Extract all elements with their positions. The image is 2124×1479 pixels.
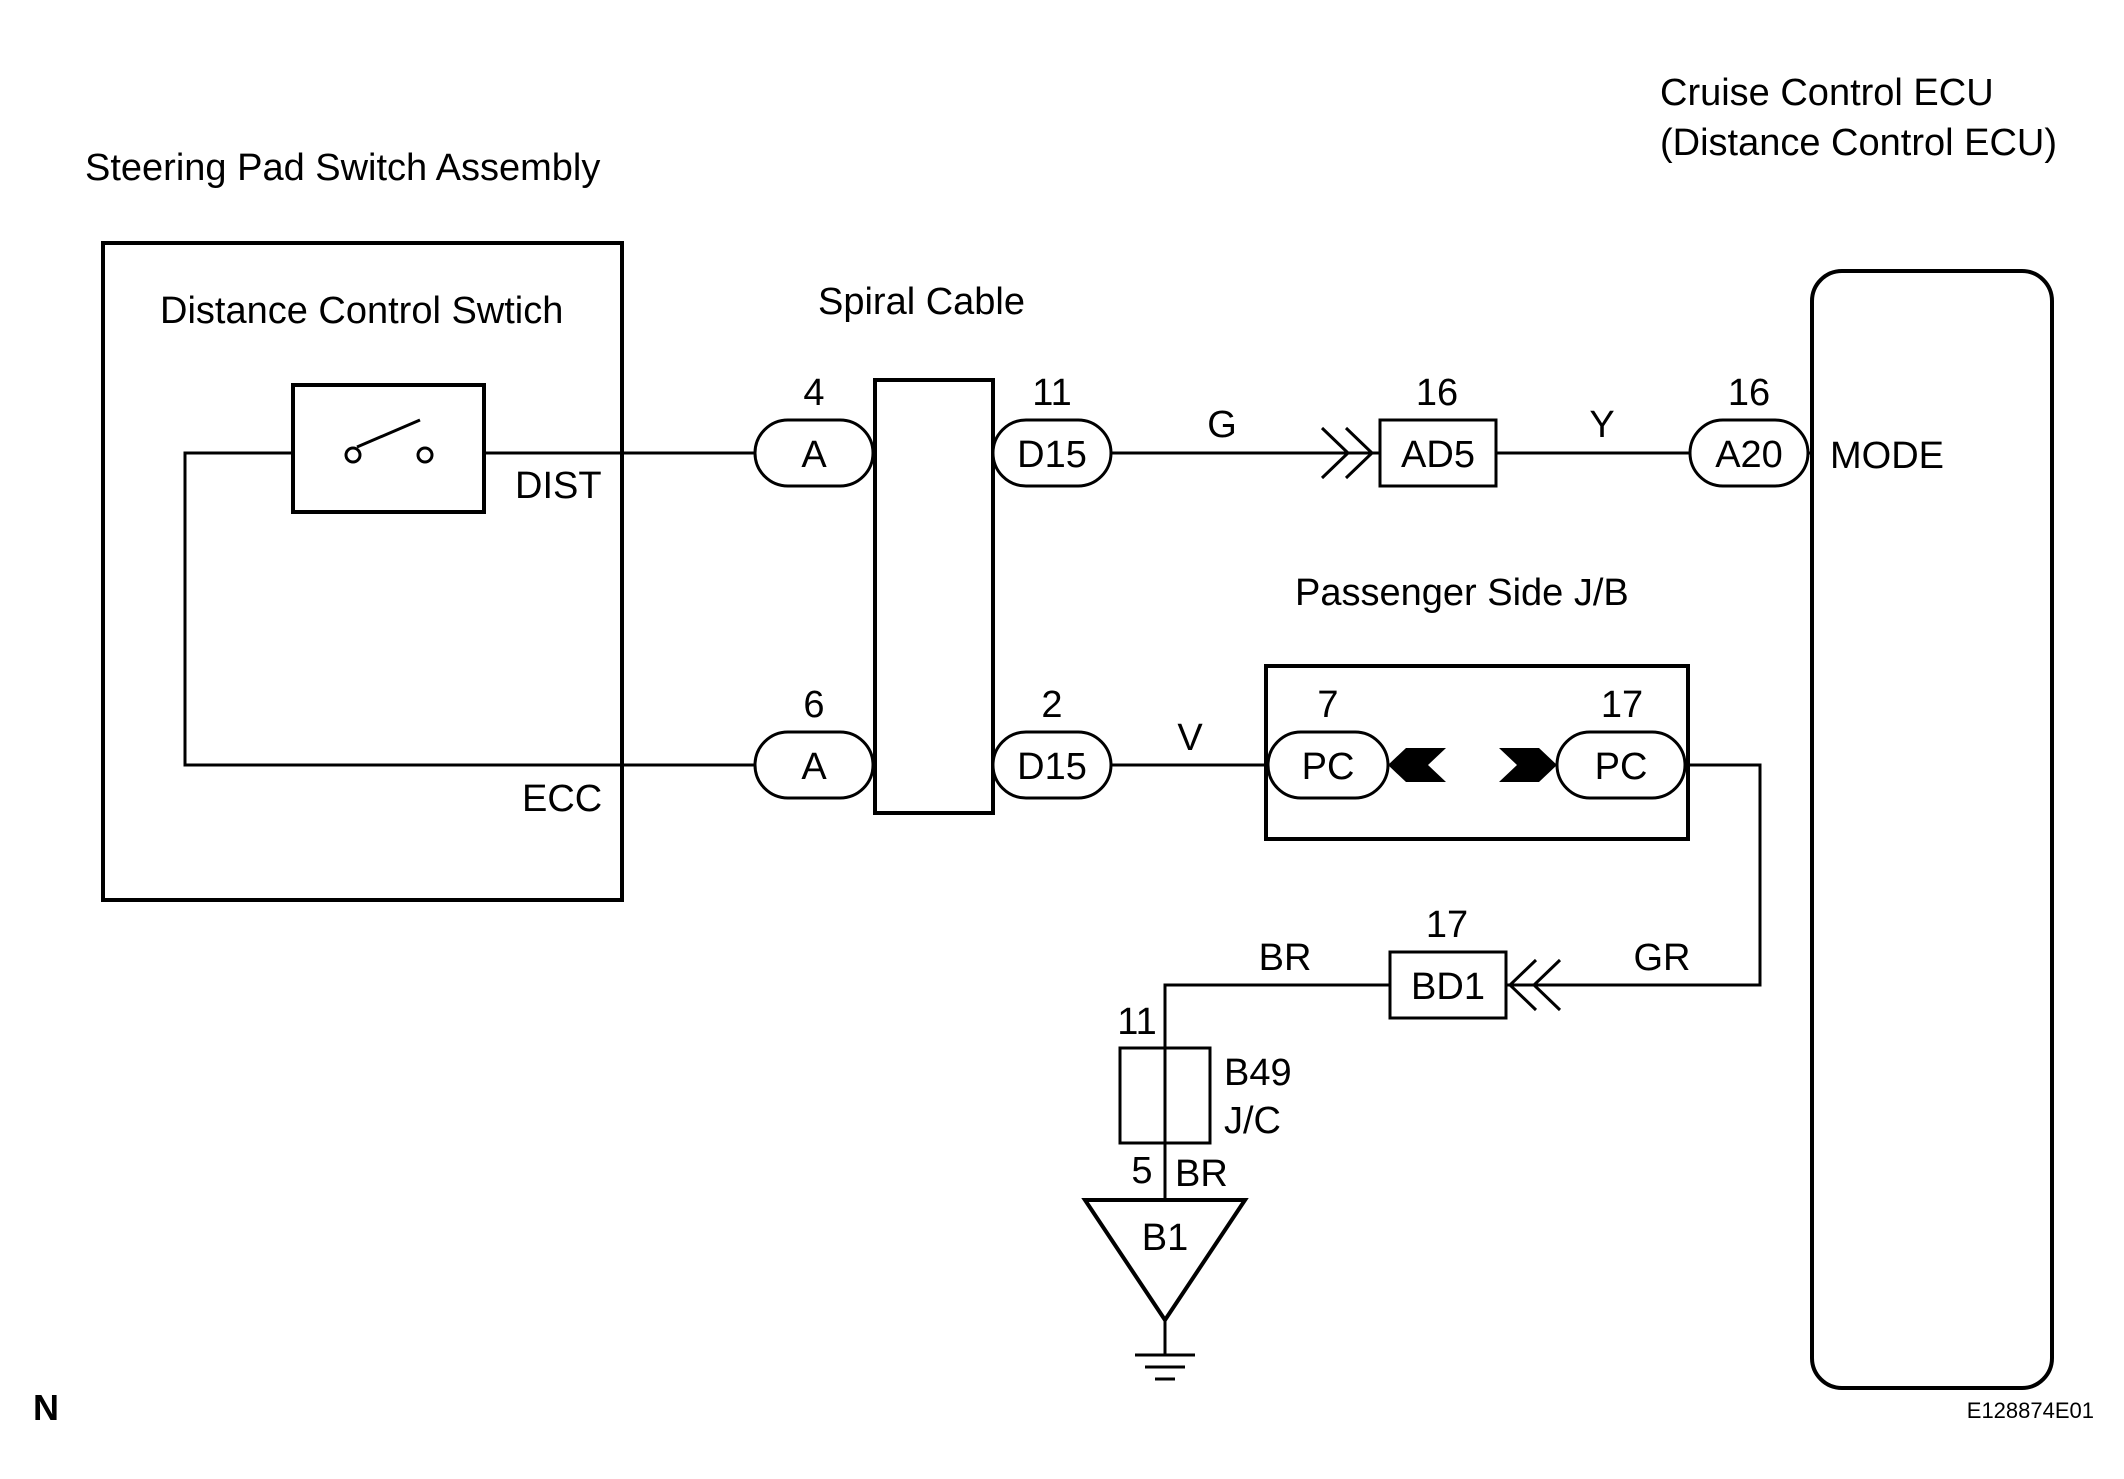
d15-top-pin: 11 — [1032, 372, 1071, 414]
d15-bottom-pin: 2 — [1041, 684, 1062, 726]
jb-title: Passenger Side J/B — [1295, 572, 1629, 614]
connector-d15-top — [991, 418, 1113, 488]
jc-type: J/C — [1224, 1100, 1281, 1142]
bd1-chevron-inner — [1531, 958, 1562, 1012]
footer-left-mark: N — [33, 1387, 59, 1428]
ecu-title-line1: Cruise Control ECU — [1660, 72, 1994, 114]
a-top-pin: 4 — [803, 372, 824, 414]
spiral-cable-title: Spiral Cable — [818, 281, 1025, 323]
a-bottom-pin: 6 — [803, 684, 824, 726]
connector-ad5-label: AD5 — [1401, 434, 1475, 476]
wire-color-y: Y — [1589, 404, 1614, 446]
connector-a-top-label: A — [801, 434, 827, 476]
connector-d15-bottom-label: D15 — [1017, 746, 1087, 788]
bd1-chevron-outer — [1507, 958, 1538, 1012]
jc-name: B49 — [1224, 1052, 1292, 1094]
ground-b1-label: B1 — [1142, 1217, 1188, 1259]
jc-top-pin: 11 — [1117, 1001, 1156, 1043]
steering-pad-box — [101, 241, 624, 902]
ad5-chevron-outer — [1320, 426, 1351, 480]
terminal-dist: DIST — [515, 465, 602, 507]
jb-arrow-right — [1499, 748, 1557, 782]
wire-br-top — [1163, 983, 1390, 1048]
connector-pc-right — [1555, 730, 1687, 800]
ad5-chevron-inner — [1344, 426, 1375, 480]
pc-right-pin: 17 — [1601, 684, 1643, 726]
connector-ad5 — [1378, 418, 1498, 488]
terminal-ecc: ECC — [522, 778, 602, 820]
internal-wire-loop — [183, 451, 622, 767]
ecu-box — [1810, 269, 2054, 1390]
a20-pin: 16 — [1728, 372, 1770, 414]
ecu-title-line2: (Distance Control ECU) — [1660, 122, 2057, 164]
connector-a20-label: A20 — [1715, 434, 1783, 476]
figure-id: E128874E01 — [1967, 1398, 2094, 1423]
wire-gr — [1506, 763, 1762, 987]
steering-pad-title: Steering Pad Switch Assembly — [85, 147, 600, 189]
connector-pc-left-label: PC — [1302, 746, 1355, 788]
connector-a20 — [1688, 418, 1810, 488]
wire-color-gr: GR — [1634, 937, 1691, 979]
connector-a-bottom — [753, 730, 875, 800]
ad5-pin: 16 — [1416, 372, 1458, 414]
jc-bottom-pin: 5 — [1131, 1150, 1152, 1192]
connector-d15-top-label: D15 — [1017, 434, 1087, 476]
switch-contact-right — [416, 446, 434, 464]
switch-box — [291, 383, 486, 514]
connector-d15-bottom — [991, 730, 1113, 800]
connector-bd1 — [1388, 950, 1508, 1020]
distance-switch-label: Distance Control Swtich — [160, 290, 563, 332]
connector-bd1-label: BD1 — [1411, 966, 1485, 1008]
connector-a-top — [753, 418, 875, 488]
connector-a-bottom-label: A — [801, 746, 827, 788]
wire-color-v: V — [1177, 717, 1203, 759]
spiral-cable-block — [873, 378, 995, 815]
terminal-mode: MODE — [1830, 435, 1944, 477]
switch-lever — [356, 418, 421, 449]
pc-left-pin: 7 — [1317, 684, 1338, 726]
wire-color-g: G — [1207, 404, 1237, 446]
wire-color-br-bottom: BR — [1175, 1153, 1228, 1195]
bd1-pin: 17 — [1426, 904, 1468, 946]
ground-b1-triangle — [1081, 1198, 1249, 1324]
wire-color-br-top: BR — [1259, 937, 1312, 979]
switch-contact-left — [344, 446, 362, 464]
connector-pc-right-label: PC — [1595, 746, 1648, 788]
jb-arrow-left — [1388, 748, 1446, 782]
